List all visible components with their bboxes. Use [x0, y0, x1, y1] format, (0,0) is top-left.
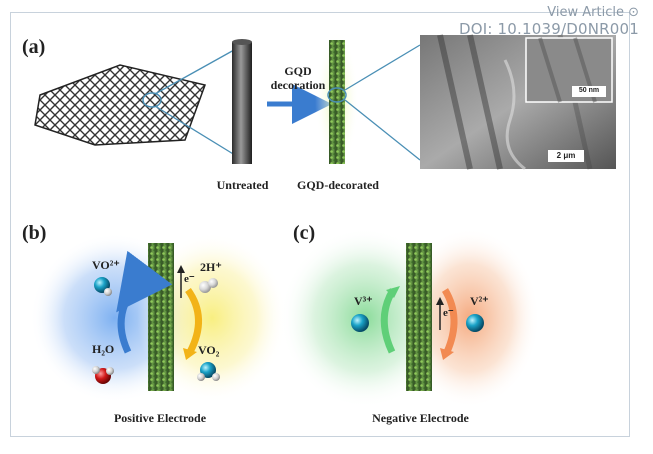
h2o-label: H₂O — [92, 342, 115, 356]
negative-arrow-left — [380, 288, 397, 354]
vo2-label: VO₂ — [198, 343, 220, 357]
vo2plus-label: VO²⁺ — [92, 258, 120, 272]
positive-electrode-fiber — [148, 243, 174, 391]
zoom-line-lower — [154, 105, 244, 161]
sem-inset-scale: 50 nm — [578, 87, 600, 94]
positive-arrow-right — [185, 287, 202, 354]
negative-electrode-caption: Negative Electrode — [372, 411, 469, 425]
v3plus-label: V³⁺ — [354, 294, 373, 308]
2h-label: 2H⁺ — [200, 260, 222, 274]
panel-b-label: (b) — [22, 222, 47, 244]
sem-image — [420, 34, 616, 171]
doi-text: DOI: 10.1039/D0NR001 — [458, 20, 639, 38]
2h-molecule — [199, 278, 218, 293]
electron-label-c: e⁻ — [443, 307, 454, 319]
positive-glow-yellow — [137, 233, 287, 403]
vo2-molecule — [197, 362, 220, 381]
v2plus-label: V²⁺ — [470, 294, 489, 308]
v2plus-ion — [466, 314, 484, 332]
gqd-decorated-label: GQD-decorated — [297, 178, 379, 192]
positive-arrow-left — [116, 250, 173, 354]
negative-electrode-fiber — [406, 243, 432, 391]
zoom-circle-fiber — [327, 87, 347, 103]
positive-arrow-right-head — [183, 348, 197, 360]
panel-c-label: (c) — [293, 222, 316, 244]
zoom-circle-felt — [142, 92, 162, 108]
sem-main-scale: 2 μm — [556, 151, 576, 160]
figure-frame — [10, 12, 630, 437]
untreated-fiber — [232, 39, 252, 164]
negative-arrow-right — [441, 288, 458, 354]
positive-electrode-caption: Positive Electrode — [113, 411, 207, 425]
article-overlay[interactable]: View Article ⊙ DOI: 10.1039/D0NR001 — [459, 4, 639, 38]
vo2plus-molecule — [94, 277, 112, 296]
gqd-decoration-label: GQD decoration — [270, 64, 326, 92]
v3plus-ion — [351, 314, 369, 332]
zoom-line-sem-upper — [344, 44, 421, 91]
carbon-felt-mesh — [34, 64, 206, 146]
panel-a-label: (a) — [22, 36, 46, 58]
h2o-molecule — [92, 366, 114, 384]
gqd-fiber — [315, 30, 359, 170]
zoom-line-sem-lower — [344, 99, 421, 161]
electron-label-b: e⁻ — [184, 273, 195, 285]
zoom-line-upper — [154, 44, 244, 95]
view-article-link[interactable]: View Article ⊙ — [547, 5, 639, 20]
untreated-label: Untreated — [216, 178, 269, 192]
